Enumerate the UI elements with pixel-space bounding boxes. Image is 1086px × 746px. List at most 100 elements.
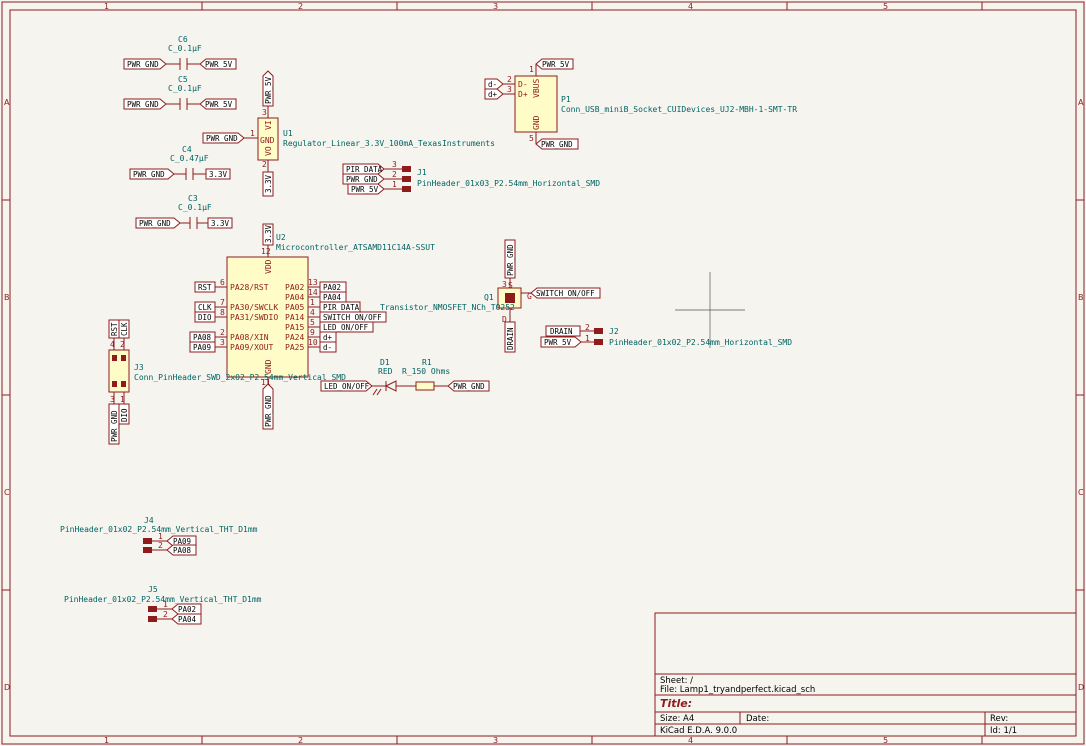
label-text: PWR_GND — [206, 134, 238, 143]
label-3v3[interactable] — [262, 171, 274, 197]
label-3v3[interactable] — [207, 217, 233, 229]
pin-header-j2[interactable]: DRAIN PWR_5V 2 1 J2 PinHeader_01x02_P2.5… — [540, 323, 792, 348]
regulator-u1[interactable]: GND VI VO 1 3 2 U1 Regulator_Linear_3.3V… — [202, 70, 495, 197]
col-label: 1 — [104, 2, 109, 11]
label-pwr-5v[interactable] — [199, 98, 237, 110]
q1-pin-number: 3 — [502, 280, 507, 289]
u2-pin-number: 2 — [220, 328, 225, 337]
label-pwr-5v[interactable] — [262, 70, 274, 107]
label-text: PWR_5V — [544, 338, 572, 347]
j1-pin-number: 2 — [392, 170, 397, 179]
label-pwr-gnd[interactable] — [135, 217, 181, 229]
label-pa04[interactable] — [171, 613, 202, 625]
swd-header-j3[interactable]: 4 2 3 1 J3 Conn_PinHeader_SWD_2x02_P2.54… — [108, 319, 346, 445]
label-pwr-gnd[interactable] — [108, 403, 120, 445]
c4-value: C_0.47µF — [170, 154, 209, 163]
j2-pin-number: 1 — [585, 334, 590, 343]
label-pwr-gnd[interactable] — [342, 173, 385, 185]
label-pa09[interactable] — [166, 535, 197, 547]
label-text: PWR_GND — [264, 395, 273, 427]
label-pwr-5v[interactable] — [199, 58, 237, 70]
label-text: PWR_GND — [139, 219, 171, 228]
title-block-title: Title: — [660, 697, 692, 710]
label-dminus[interactable] — [319, 341, 337, 353]
row-label: C — [1078, 488, 1084, 497]
label-text: PA04 — [323, 293, 342, 302]
label-drain[interactable] — [545, 325, 581, 337]
label-pwr-gnd[interactable] — [123, 58, 167, 70]
label-drain[interactable] — [504, 321, 516, 353]
label-pwr-gnd[interactable] — [129, 168, 175, 180]
u2-pin-name: PA09/XOUT — [230, 343, 274, 352]
label-pwr-5v[interactable] — [347, 183, 385, 195]
label-pwr-gnd[interactable] — [202, 132, 245, 144]
label-dminus[interactable] — [484, 78, 504, 90]
label-clk[interactable] — [118, 319, 130, 339]
title-block-file: File: Lamp1_tryandperfect.kicad_sch — [660, 685, 815, 695]
label-led-on-off[interactable] — [320, 380, 373, 392]
capacitor-c3[interactable]: C3 C_0.1µF PWR_GND 3.3V — [135, 194, 233, 229]
label-dio[interactable] — [118, 403, 130, 425]
pin-header-j5[interactable]: J5 PinHeader_01x02_P2.54mm_Vertical_THT_… — [64, 585, 262, 625]
label-pa09[interactable] — [189, 341, 216, 353]
pin-header-j4[interactable]: J4 PinHeader_01x02_P2.54mm_Vertical_THT_… — [60, 516, 258, 556]
u2-pin-number: 6 — [220, 278, 225, 287]
u2-pin-number: 10 — [308, 338, 318, 347]
row-label: B — [4, 293, 10, 302]
label-pwr-gnd[interactable] — [123, 98, 167, 110]
label-dplus[interactable] — [484, 88, 504, 100]
title-block-rev: Rev: — [990, 714, 1008, 724]
label-pir-data[interactable] — [342, 163, 385, 175]
pin-header-j1[interactable]: PIR_DATA PWR_GND PWR_5V 3 2 1 J1 PinHead… — [342, 160, 600, 195]
label-switch-on-off[interactable] — [319, 311, 387, 323]
label-pwr-gnd[interactable] — [447, 380, 490, 392]
u2-pin-vdd: VDD — [264, 259, 273, 274]
label-text: d- — [488, 80, 497, 89]
label-text: SWITCH_ON/OFF — [536, 289, 595, 298]
label-text: CLK — [198, 303, 212, 312]
label-text: PWR_GND — [453, 382, 485, 391]
label-led-on-off[interactable] — [319, 321, 374, 333]
j5-pin-number: 2 — [163, 610, 168, 619]
mosfet-q1[interactable]: 3 D G S Q1 Transistor_NMOSFET_NCh_TO252 … — [380, 239, 601, 353]
led-d1-resistor-r1[interactable]: LED_ON/OFF D1 RED R1 R_150 Ohms PWR_GND — [320, 358, 490, 396]
microcontroller-u2[interactable]: U2 Microcontroller_ATSAMD11C14A-SSUT VDD… — [189, 223, 435, 430]
label-pwr-gnd[interactable] — [535, 138, 579, 150]
u2-pin-name: PA24 — [285, 333, 304, 342]
label-text: DIO — [198, 313, 212, 322]
capacitor-c4[interactable]: C4 C_0.47µF PWR_GND 3.3V — [129, 145, 231, 180]
label-3v3[interactable] — [262, 223, 274, 246]
u1-ref: U1 — [283, 129, 293, 138]
p1-pin-number: 2 — [507, 75, 512, 84]
label-pwr-5v[interactable] — [540, 336, 582, 348]
label-pa02[interactable] — [171, 603, 202, 615]
j5-value: PinHeader_01x02_P2.54mm_Vertical_THT_D1m… — [64, 595, 262, 604]
j5-ref: J5 — [148, 585, 158, 594]
row-label: C — [4, 488, 10, 497]
j1-pin-number: 1 — [392, 180, 397, 189]
usb-connector-p1[interactable]: D- D+ VBUS GND 2 3 1 5 P1 Conn_USB_miniB… — [484, 58, 797, 150]
label-text: 3.3V — [209, 170, 228, 179]
label-text: PWR_GND — [506, 244, 515, 276]
label-text: d+ — [488, 90, 498, 99]
j3-ref: J3 — [134, 363, 144, 372]
label-pwr-5v[interactable] — [535, 58, 574, 70]
label-pa08[interactable] — [166, 544, 197, 556]
capacitor-c6[interactable]: C6 C_0.1µF PWR_GND PWR_5V — [123, 35, 237, 70]
col-label: 4 — [688, 736, 693, 745]
c3-value: C_0.1µF — [178, 203, 212, 212]
label-text: PWR_GND — [541, 140, 573, 149]
capacitor-c5[interactable]: C5 C_0.1µF PWR_GND PWR_5V — [123, 75, 237, 110]
label-rst[interactable] — [194, 281, 216, 293]
label-text: PWR_5V — [351, 185, 379, 194]
label-switch-on-off[interactable] — [530, 287, 601, 299]
label-dio[interactable] — [194, 311, 216, 323]
q1-pin-d: D — [502, 315, 507, 324]
j1-ref: J1 — [417, 168, 427, 177]
label-text: 3.3V — [264, 174, 273, 193]
label-pwr-gnd[interactable] — [504, 239, 516, 279]
label-3v3[interactable] — [205, 168, 231, 180]
label-pwr-gnd[interactable] — [262, 383, 274, 430]
